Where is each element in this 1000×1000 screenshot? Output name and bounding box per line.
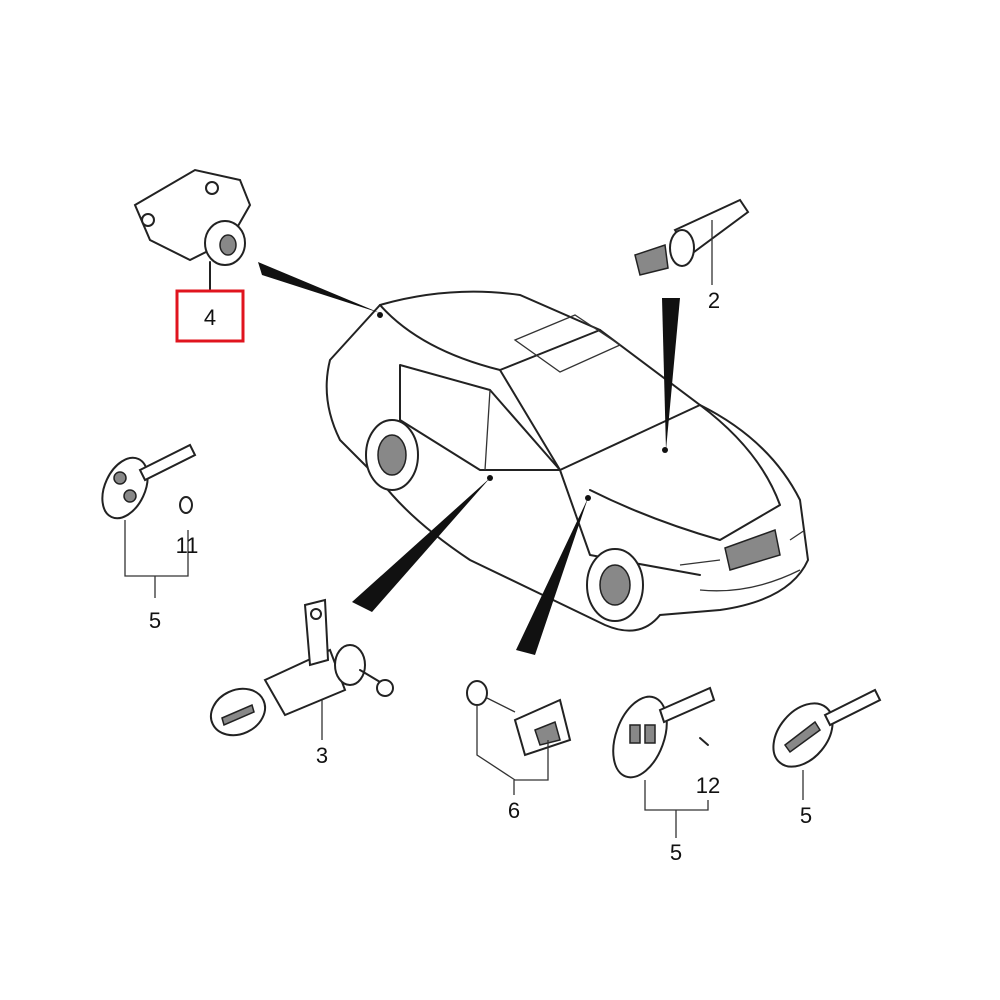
highlight-box (175, 289, 245, 343)
callout-label-2[interactable]: 2 (708, 288, 720, 313)
callout-label-6[interactable]: 6 (508, 798, 520, 823)
callout-label-5-plain[interactable]: 5 (800, 803, 812, 828)
door-lock-part (209, 598, 394, 740)
remote-key-left (101, 443, 197, 598)
callout-wedge-2 (662, 298, 680, 450)
glovebox-lock-part (466, 680, 572, 795)
trunk-lock-part (133, 168, 252, 291)
remote-key-right (612, 686, 716, 838)
callout-label-11[interactable]: 11 (176, 533, 199, 558)
plain-key (772, 688, 882, 800)
callout-label-4[interactable]: 4 (204, 305, 216, 330)
callout-wedge-4 (258, 262, 380, 313)
callout-wedge-3 (352, 478, 490, 612)
callout-label-5-left[interactable]: 5 (149, 608, 161, 633)
car-illustration (325, 290, 810, 632)
callout-label-3[interactable]: 3 (316, 743, 328, 768)
ignition-lock-part (634, 198, 750, 285)
callout-wedge-6 (516, 498, 588, 655)
callout-label-5-remote[interactable]: 5 (670, 840, 682, 865)
callout-label-12[interactable]: 12 (696, 773, 720, 798)
